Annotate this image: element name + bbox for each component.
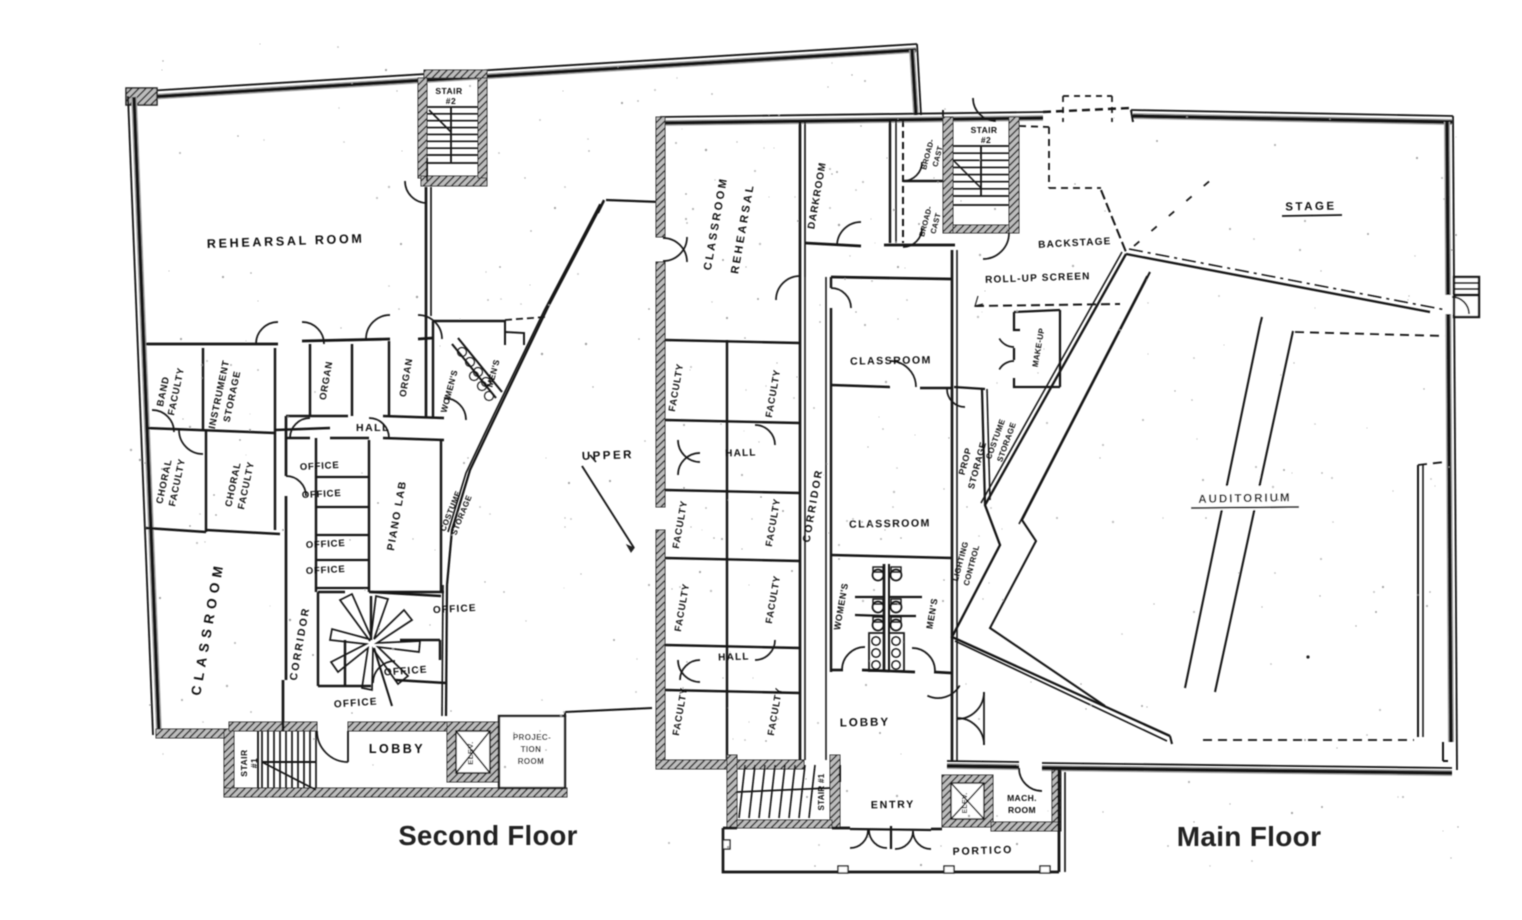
svg-text:AUDITORIUM: AUDITORIUM [1198, 492, 1291, 506]
svg-text:#1: #1 [249, 758, 259, 768]
svg-text:LOBBY: LOBBY [369, 742, 425, 756]
svg-text:HALL: HALL [718, 651, 750, 663]
svg-text:CLASSROOM: CLASSROOM [850, 354, 932, 367]
svg-text:HALL: HALL [356, 422, 390, 434]
svg-text:#2: #2 [981, 135, 991, 145]
svg-text:OFFICE: OFFICE [433, 603, 477, 616]
svg-text:UPPER: UPPER [582, 449, 635, 463]
svg-text:OFFICE: OFFICE [306, 538, 346, 551]
svg-text:ELEV.: ELEV. [962, 792, 969, 813]
svg-text:OFFICE: OFFICE [306, 564, 346, 577]
svg-text:CLASSROOM: CLASSROOM [849, 517, 931, 530]
svg-text:MACH.: MACH. [1007, 793, 1037, 803]
svg-text:ROOM: ROOM [518, 757, 545, 766]
svg-text:OFFICE: OFFICE [384, 664, 429, 678]
svg-text:BACKSTAGE: BACKSTAGE [1038, 236, 1112, 251]
svg-text:STAGE: STAGE [1285, 201, 1336, 214]
svg-text:STAIR: STAIR [971, 125, 998, 135]
svg-text:OFFICE: OFFICE [300, 460, 340, 473]
svg-text:PORTICO: PORTICO [952, 844, 1013, 858]
svg-text:#2: #2 [446, 96, 456, 106]
svg-text:STAIR: STAIR [239, 749, 249, 776]
svg-text:ROLL-UP SCREEN: ROLL-UP SCREEN [985, 271, 1091, 286]
svg-text:ELEV.: ELEV. [466, 741, 475, 764]
svg-text:ENTRY: ENTRY [871, 799, 915, 812]
svg-text:Second Floor: Second Floor [398, 820, 577, 851]
svg-text:OFFICE: OFFICE [302, 488, 342, 501]
svg-text:ROOM: ROOM [1008, 805, 1036, 815]
svg-text:TION: TION [521, 745, 542, 754]
svg-text:STAIR: STAIR [435, 86, 462, 96]
svg-text:REHEARSAL ROOM: REHEARSAL ROOM [207, 232, 365, 251]
svg-text:PROJEC-: PROJEC- [513, 733, 551, 742]
svg-text:STAIR #1: STAIR #1 [817, 773, 826, 810]
svg-text:Main Floor: Main Floor [1177, 821, 1322, 852]
svg-text:HALL: HALL [725, 447, 757, 459]
svg-text:OFFICE: OFFICE [334, 696, 379, 710]
svg-text:LOBBY: LOBBY [840, 717, 890, 730]
